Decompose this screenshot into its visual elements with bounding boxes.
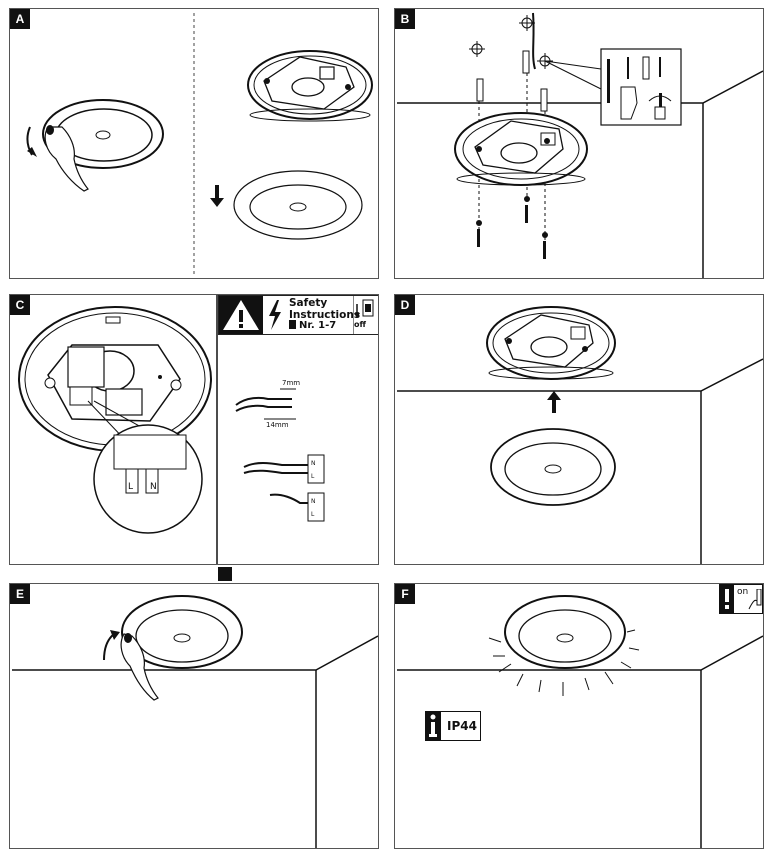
panel-e: E (9, 583, 379, 849)
switch-icon (748, 589, 762, 610)
panel-c-label: C (10, 295, 30, 315)
safety-title-line2: Instructions (289, 309, 361, 321)
wire-insert-diagram (243, 454, 325, 522)
safety-instructions-box: Safety Instructions Nr. 1-7 off (218, 295, 378, 335)
safety-reference: Nr. 1-7 (299, 320, 337, 331)
panel-b-illustration (397, 12, 763, 278)
panel-f: F on IP44 (394, 583, 764, 849)
base-plate (18, 306, 212, 452)
hand-icon (120, 633, 159, 701)
screwdriver-icon (648, 93, 672, 120)
switch-off-label: off (354, 320, 366, 329)
lamp-cover (490, 428, 616, 506)
base-plate (454, 112, 588, 186)
terminal-mark-2: L (311, 473, 315, 480)
lamp-cover (233, 170, 363, 240)
panel-d: D (394, 294, 764, 565)
strip-length-7mm: 7mm (282, 379, 300, 387)
hand-icon (44, 125, 89, 192)
ip-rating-text: IP44 (447, 719, 477, 733)
exclamation-icon (720, 585, 734, 613)
terminal-l-label: L (128, 482, 133, 492)
ip-rating-badge: IP44 (425, 711, 481, 741)
terminal-n-label: N (150, 482, 157, 492)
panel-a-illustration (26, 13, 373, 277)
safety-title-line1: Safety (289, 297, 328, 309)
screw-icon (627, 56, 661, 80)
lamp-installed (121, 595, 243, 669)
crosshair-icon (469, 15, 553, 69)
panel-c: L N 7mm 14mm N L N L C (9, 294, 379, 565)
terminal-zoom (93, 424, 203, 534)
marker-square (218, 567, 232, 581)
terminal-mark-4: L (311, 511, 315, 518)
screw-icon (476, 196, 548, 259)
terminal-mark-3: N (311, 498, 316, 505)
panel-a-label: A (10, 9, 30, 29)
strip-length-14mm: 14mm (266, 421, 289, 429)
light-rays (488, 629, 640, 696)
lightning-icon (269, 300, 281, 330)
panel-f-label: F (395, 584, 415, 604)
info-icon (425, 711, 441, 741)
panel-c-illustration: L N 7mm 14mm N L N L (18, 295, 325, 564)
switch-on-box: on (719, 584, 763, 614)
wall-plug-icon (476, 50, 548, 112)
base-plate (247, 50, 373, 122)
rotate-arrow-icon (103, 633, 115, 661)
warning-triangle-icon (223, 300, 259, 330)
switch-icon (353, 296, 374, 334)
wire-strip-diagram (235, 388, 296, 420)
panel-b-label: B (395, 9, 415, 29)
panel-d-label: D (395, 295, 415, 315)
terminal-mark-1: N (311, 460, 316, 467)
panel-e-illustration (12, 595, 378, 848)
book-icon (289, 320, 296, 329)
base-plate (486, 306, 616, 380)
down-arrow-icon (210, 185, 224, 207)
lamp-lit (504, 595, 626, 669)
panel-f-illustration (397, 595, 763, 848)
panel-a: A (9, 8, 379, 279)
drill-icon (607, 59, 638, 120)
panel-b: B (394, 8, 764, 279)
warning-box (219, 296, 263, 334)
up-arrow-icon (547, 391, 561, 413)
panel-e-label: E (10, 584, 30, 604)
switch-on-label: on (737, 587, 749, 597)
panel-d-illustration (397, 306, 763, 564)
